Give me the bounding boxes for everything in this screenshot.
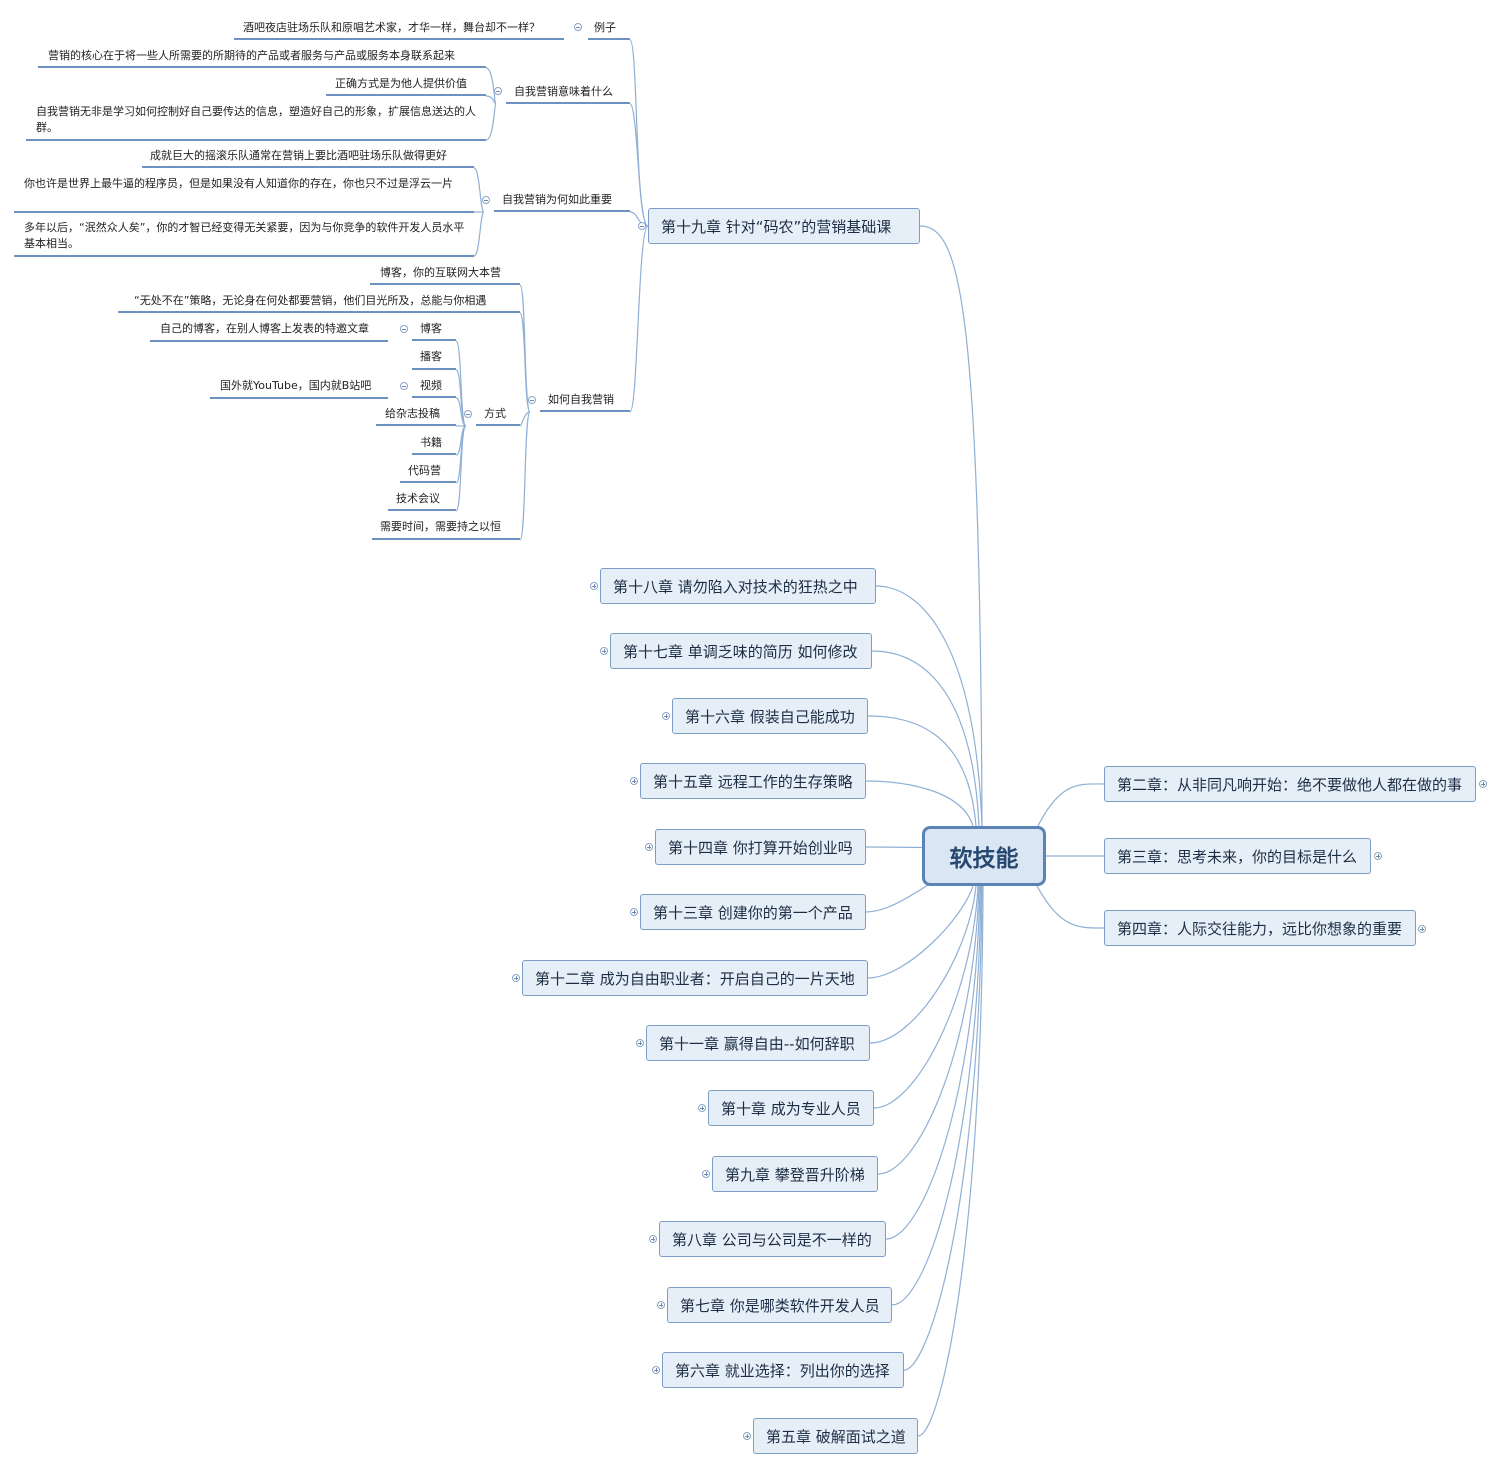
underline xyxy=(412,396,456,398)
expand-icon[interactable] xyxy=(698,1104,706,1112)
chapter-3-node[interactable]: 第三章：思考未来，你的目标是什么 xyxy=(1104,838,1371,874)
underline xyxy=(210,397,388,399)
underline xyxy=(142,166,474,168)
expand-icon[interactable] xyxy=(1418,925,1426,933)
expand-icon[interactable] xyxy=(652,1366,660,1374)
way-video[interactable]: 视频 xyxy=(420,379,442,392)
how-item-blog-camp[interactable]: 博客，你的互联网大本营 xyxy=(380,266,501,279)
why-item-2[interactable]: 你也许是世界上最牛逼的程序员，但是如果没有人知道你的存在，你也只不过是浮云一片 xyxy=(24,177,453,190)
expand-icon[interactable] xyxy=(590,582,598,590)
expand-icon[interactable] xyxy=(662,712,670,720)
meaning-item-1[interactable]: 营销的核心在于将一些人所需要的所期待的产品或者服务与产品或服务本身联系起来 xyxy=(48,49,455,62)
chapter-13-node[interactable]: 第十三章 创建你的第一个产品 xyxy=(640,894,866,930)
way-conference[interactable]: 技术会议 xyxy=(396,492,440,505)
underline xyxy=(234,38,564,40)
collapse-icon[interactable] xyxy=(638,222,646,230)
way-blog[interactable]: 博客 xyxy=(420,322,442,335)
chapter-19-node[interactable]: 第十九章 针对“码农”的营销基础课 xyxy=(648,208,920,244)
collapse-icon[interactable] xyxy=(400,382,408,390)
expand-icon[interactable] xyxy=(512,974,520,982)
underline xyxy=(14,211,474,213)
chapter-2-node[interactable]: 第二章：从非同凡响开始：绝不要做他人都在做的事 xyxy=(1104,766,1476,802)
chapter-10-node[interactable]: 第十章 成为专业人员 xyxy=(708,1090,874,1126)
underline xyxy=(588,38,630,40)
root-node[interactable]: 软技能 xyxy=(922,826,1046,886)
chapter-5-node[interactable]: 第五章 破解面试之道 xyxy=(753,1418,918,1454)
topic-why[interactable]: 自我营销为何如此重要 xyxy=(502,193,612,206)
chapter-18-node[interactable]: 第十八章 请勿陷入对技术的狂热之中 xyxy=(600,568,876,604)
expand-icon[interactable] xyxy=(630,908,638,916)
collapse-icon[interactable] xyxy=(528,396,536,404)
expand-icon[interactable] xyxy=(645,843,653,851)
collapse-icon[interactable] xyxy=(464,410,472,418)
expand-icon[interactable] xyxy=(1374,852,1382,860)
expand-icon[interactable] xyxy=(636,1039,644,1047)
topic-meaning[interactable]: 自我营销意味着什么 xyxy=(514,85,613,98)
chapter-12-node[interactable]: 第十二章 成为自由职业者：开启自己的一片天地 xyxy=(522,960,868,996)
collapse-icon[interactable] xyxy=(574,23,582,31)
underline xyxy=(38,66,486,68)
chapter-14-node[interactable]: 第十四章 你打算开始创业吗 xyxy=(655,829,866,865)
why-item-1[interactable]: 成就巨大的摇滚乐队通常在营销上要比酒吧驻场乐队做得更好 xyxy=(150,149,447,162)
collapse-icon[interactable] xyxy=(482,196,490,204)
underline xyxy=(476,424,520,426)
underline xyxy=(370,283,520,285)
topic-how[interactable]: 如何自我营销 xyxy=(548,393,614,406)
underline xyxy=(388,509,456,511)
chapter-11-node[interactable]: 第十一章 赢得自由--如何辞职 xyxy=(646,1025,870,1061)
way-podcast[interactable]: 播客 xyxy=(420,350,442,363)
chapter-4-node[interactable]: 第四章：人际交往能力，远比你想象的重要 xyxy=(1104,910,1416,946)
underline xyxy=(14,255,474,257)
expand-icon[interactable] xyxy=(657,1301,665,1309)
underline xyxy=(494,210,630,212)
underline xyxy=(506,102,630,104)
chapter-7-node[interactable]: 第七章 你是哪类软件开发人员 xyxy=(667,1287,892,1323)
meaning-item-3[interactable]: 自我营销无非是学习如何控制好自己要传达的信息，塑造好自己的形象，扩展信息送达的人… xyxy=(36,105,476,134)
chapter-6-node[interactable]: 第六章 就业选择：列出你的选择 xyxy=(662,1352,904,1388)
how-item-persist[interactable]: 需要时间，需要持之以恒 xyxy=(380,520,501,533)
underline xyxy=(376,424,456,426)
expand-icon[interactable] xyxy=(1479,780,1487,788)
chapter-17-node[interactable]: 第十七章 单调乏味的简历 如何修改 xyxy=(610,633,872,669)
chapter-9-node[interactable]: 第九章 攀登晋升阶梯 xyxy=(712,1156,878,1192)
underline xyxy=(400,481,456,483)
why-item-3[interactable]: 多年以后，“泯然众人矣”，你的才智已经变得无关紧要，因为与你竞争的软件开发人员水… xyxy=(24,221,465,250)
underline xyxy=(150,340,388,342)
underline xyxy=(326,94,486,96)
expand-icon[interactable] xyxy=(743,1432,751,1440)
expand-icon[interactable] xyxy=(630,777,638,785)
way-magazine[interactable]: 给杂志投稿 xyxy=(385,407,440,420)
topic-ways[interactable]: 方式 xyxy=(484,407,506,420)
chapter-16-node[interactable]: 第十六章 假装自己能成功 xyxy=(672,698,868,734)
expand-icon[interactable] xyxy=(702,1170,710,1178)
underline xyxy=(26,139,486,141)
way-video-note[interactable]: 国外就YouTube，国内就B站吧 xyxy=(220,379,372,392)
chapter-15-node[interactable]: 第十五章 远程工作的生存策略 xyxy=(640,763,866,799)
expand-icon[interactable] xyxy=(600,647,608,655)
way-books[interactable]: 书籍 xyxy=(420,436,442,449)
underline xyxy=(540,410,630,412)
underline xyxy=(412,339,456,341)
collapse-icon[interactable] xyxy=(494,87,502,95)
expand-icon[interactable] xyxy=(649,1235,657,1243)
how-item-everywhere[interactable]: “无处不在”策略，无论身在何处都要营销，他们目光所及，总能与你相遇 xyxy=(134,294,487,307)
collapse-icon[interactable] xyxy=(400,325,408,333)
chapter-8-node[interactable]: 第八章 公司与公司是不一样的 xyxy=(659,1221,886,1257)
underline xyxy=(118,311,520,313)
underline xyxy=(372,538,520,540)
topic-example[interactable]: 例子 xyxy=(594,21,616,34)
way-bootcamp[interactable]: 代码营 xyxy=(408,464,441,477)
underline xyxy=(412,453,456,455)
example-item[interactable]: 酒吧夜店驻场乐队和原唱艺术家，才华一样，舞台却不一样？ xyxy=(243,21,540,34)
underline xyxy=(412,368,456,370)
way-blog-note[interactable]: 自己的博客，在别人博客上发表的特邀文章 xyxy=(160,322,369,335)
meaning-item-2[interactable]: 正确方式是为他人提供价值 xyxy=(335,77,467,90)
